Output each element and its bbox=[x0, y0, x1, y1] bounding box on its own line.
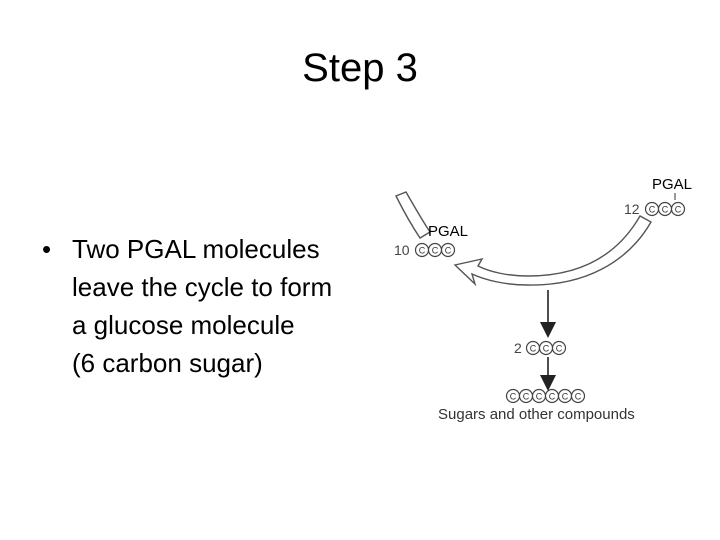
carbon-atom-label: C bbox=[575, 392, 582, 402]
carbon-atom-label: C bbox=[549, 392, 556, 402]
carbon-atom-label: C bbox=[510, 392, 517, 402]
carbon-atom-label: C bbox=[523, 392, 530, 402]
carbon-atom-label: C bbox=[649, 205, 656, 215]
carbon-atom bbox=[440, 242, 456, 258]
bullet-line-3: a glucose molecule bbox=[72, 310, 295, 340]
slide-title: Step 3 bbox=[302, 46, 418, 90]
bullet-list: • Two PGAL molecules leave the cycle to … bbox=[30, 230, 375, 382]
bullet-line-1: Two PGAL molecules bbox=[72, 234, 320, 264]
carbon-atom bbox=[551, 340, 567, 356]
cycle-arrow-main bbox=[453, 215, 652, 287]
count-10-label: 10 bbox=[394, 242, 410, 258]
carbon-atom-label: C bbox=[445, 246, 452, 256]
carbon-atom-label: C bbox=[530, 344, 537, 354]
carbon-atom-label: C bbox=[536, 392, 543, 402]
bullet-line-2: leave the cycle to form bbox=[72, 272, 333, 302]
count-12-label: 12 bbox=[624, 201, 640, 217]
count-2-label: 2 bbox=[514, 340, 522, 356]
product-label: Sugars and other compounds bbox=[438, 406, 635, 423]
carbon-atom-label: C bbox=[675, 205, 682, 215]
calvin-cycle-step3-diagram: PGAL PGAL 12 10 2 Sugars and other compo… bbox=[394, 176, 692, 423]
carbon-atom-label: C bbox=[556, 344, 563, 354]
carbon-atom-label: C bbox=[543, 344, 550, 354]
carbon-atom-label: C bbox=[662, 205, 669, 215]
carbon-atom-label: C bbox=[562, 392, 569, 402]
carbon-atom bbox=[570, 388, 586, 404]
carbon-atom bbox=[670, 201, 686, 217]
carbon-atom-label: C bbox=[432, 246, 439, 256]
bullet-line-4: (6 carbon sugar) bbox=[72, 348, 263, 378]
pgal-top-label: PGAL bbox=[652, 176, 692, 193]
carbon-atom-label: C bbox=[419, 246, 426, 256]
bullet-item: • Two PGAL molecules leave the cycle to … bbox=[30, 230, 375, 382]
cycle-arrow-incoming bbox=[395, 191, 431, 239]
bullet-marker: • bbox=[42, 234, 52, 264]
pgal-cycle-label: PGAL bbox=[428, 223, 468, 240]
